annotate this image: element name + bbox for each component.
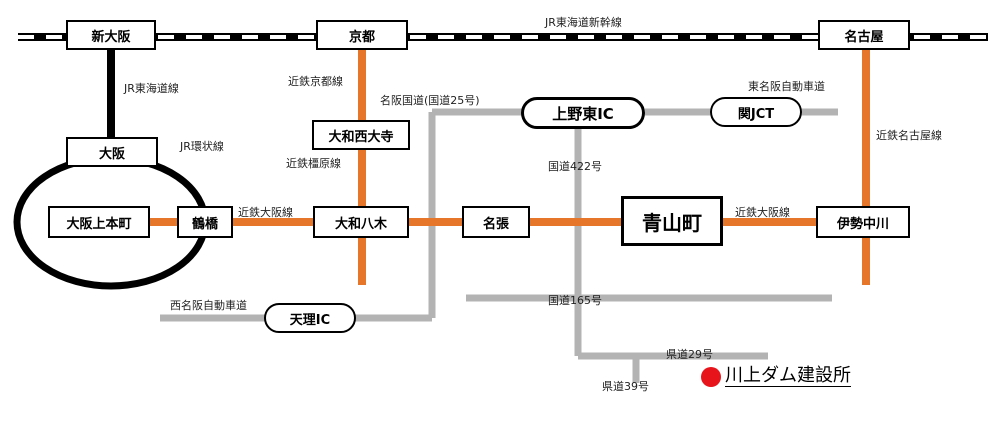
ic-tenri[interactable]: 天理IC: [264, 303, 356, 333]
label-nishi-meihan: 西名阪自動車道: [170, 299, 247, 312]
roads: [160, 108, 838, 383]
jct-seki[interactable]: 関JCT: [710, 97, 802, 127]
label-pref-39: 県道39号: [602, 380, 649, 393]
station-nagoya[interactable]: 名古屋: [818, 20, 910, 50]
station-tsuruhashi[interactable]: 鶴橋: [177, 206, 233, 238]
station-yamato-yagi[interactable]: 大和八木: [313, 206, 409, 238]
station-osaka-uehommachi[interactable]: 大阪上本町: [48, 206, 150, 238]
label-kintetsu-kyoto: 近鉄京都線: [288, 75, 343, 88]
red-dot-icon: [701, 366, 721, 387]
ic-ueno-higashi[interactable]: 上野東IC: [521, 97, 645, 129]
label-jr-tokaido: JR東海道線: [124, 82, 179, 95]
destination-label: 川上ダム建設所: [725, 365, 851, 387]
label-route-422: 国道422号: [548, 160, 602, 173]
label-route-165: 国道165号: [548, 294, 602, 307]
station-nabari[interactable]: 名張: [462, 206, 530, 238]
station-kyoto[interactable]: 京都: [316, 20, 408, 50]
station-yamato-saidaiji[interactable]: 大和西大寺: [312, 120, 410, 150]
label-kintetsu-nagoya: 近鉄名古屋線: [876, 129, 942, 142]
label-kintetsu-osaka-east: 近鉄大阪線: [735, 206, 790, 219]
destination-marker[interactable]: 川上ダム建設所: [701, 366, 851, 387]
label-kintetsu-kashihara: 近鉄橿原線: [286, 157, 341, 170]
label-higashi-meihan: 東名阪自動車道: [748, 80, 825, 93]
station-shin-osaka[interactable]: 新大阪: [66, 20, 156, 50]
label-shinkansen: JR東海道新幹線: [545, 16, 622, 29]
station-ise-nakagawa[interactable]: 伊勢中川: [816, 206, 910, 238]
label-pref-29: 県道29号: [666, 348, 713, 361]
label-jr-loop: JR環状線: [180, 140, 224, 153]
label-meihan-kokudo: 名阪国道(国道25号): [380, 94, 480, 107]
station-osaka[interactable]: 大阪: [66, 137, 158, 167]
station-aoyamacho[interactable]: 青山町: [621, 196, 723, 246]
label-kintetsu-osaka-west: 近鉄大阪線: [238, 206, 293, 219]
